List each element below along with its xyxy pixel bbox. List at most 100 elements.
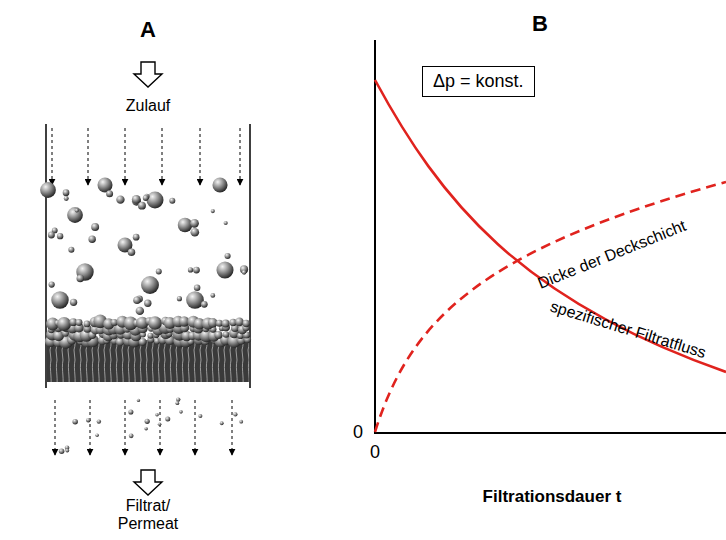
small-particle [144,300,151,307]
small-particle [155,413,159,417]
filter-cake-particle [243,320,250,327]
large-particle [178,218,193,233]
small-particle [106,190,113,197]
label: Filtrat/ Permeat [113,497,183,534]
small-particle [144,427,147,430]
small-particle [201,301,208,308]
small-particle [242,270,247,275]
small-particle [136,307,144,315]
filter-cake-particle [215,331,223,339]
small-particle [86,418,91,423]
flow-arrow [195,400,196,455]
flow-arrow [200,128,201,185]
filter-cake-particle [76,319,83,326]
filter-cake-particle [222,320,230,328]
flow-arrow [55,400,56,455]
small-particle [193,267,200,274]
small-particle [77,275,84,282]
small-particle [224,221,228,225]
small-particle [169,198,175,204]
small-particle [133,296,141,304]
label: A [140,17,156,42]
small-particle [233,412,237,416]
filter-cake-particle [148,316,162,330]
small-particle [95,434,99,438]
small-particle [138,202,146,210]
small-particle [239,420,243,424]
small-particle [156,269,162,275]
small-particle [129,433,134,438]
y-axis [374,40,376,433]
small-particle [59,449,65,455]
large-particle [67,207,83,223]
small-particle [158,422,162,426]
large-particle [186,291,204,309]
small-particle [88,235,95,242]
small-particle [132,195,141,204]
flow-arrow [162,128,163,185]
small-particle [194,285,201,292]
small-particle [128,248,136,256]
flow-arrow [52,128,53,185]
small-particle [198,414,202,418]
flow-arrow [90,400,91,455]
small-particle [176,397,180,401]
label: 0 [353,422,363,443]
large-particle [147,192,164,209]
small-particle [220,421,224,425]
label: Dicke der Deckschicht [535,217,689,293]
small-particle [165,417,170,422]
large-particle [51,291,68,308]
label: Zulauf [126,97,170,115]
flow-arrow [125,400,126,455]
condition-text: Δp = konst. [433,71,524,92]
small-particle [65,449,69,453]
small-particle [72,419,77,424]
small-particle [177,296,182,301]
filter-cake-particle [235,318,244,327]
x-axis [374,432,726,434]
small-particle [190,228,199,237]
small-particle [116,195,124,203]
large-particle [40,182,56,198]
filtrate-flux-curve [375,80,726,372]
cake-thickness-curve [375,182,726,432]
small-particle [48,232,55,239]
small-particle [128,410,133,415]
filtrate-arrow [134,470,162,495]
vessel-wall [249,124,251,388]
small-particle [211,209,215,213]
filter-cake-particle [223,331,229,337]
small-particle [57,233,63,239]
small-particle [145,419,150,424]
flow-arrow [88,128,89,185]
label: Filtrationsdauer t [483,487,622,507]
small-particle [133,234,140,241]
label: spezifischer Filtratfluss [548,298,708,363]
small-particle [63,189,70,196]
flow-arrow [125,128,126,185]
small-particle [179,410,183,414]
flow-arrow [160,400,161,455]
large-particle [141,276,159,294]
small-particle [225,253,231,259]
feed-arrow [134,62,162,87]
filter-cake-particle [57,317,71,331]
filter-cake-particle [147,333,153,339]
vessel-wall [45,124,47,388]
label: B [532,11,548,36]
small-particle [97,419,101,423]
small-particle [188,267,193,272]
small-particle [64,196,69,201]
small-particle [137,399,140,402]
large-particle [216,261,233,278]
large-particle [212,177,227,192]
small-particle [68,247,74,253]
small-particle [210,293,215,298]
small-particle [175,401,179,405]
flow-arrow [240,128,241,185]
small-particle [75,209,79,213]
small-particle [190,219,199,228]
small-particle [91,223,99,231]
